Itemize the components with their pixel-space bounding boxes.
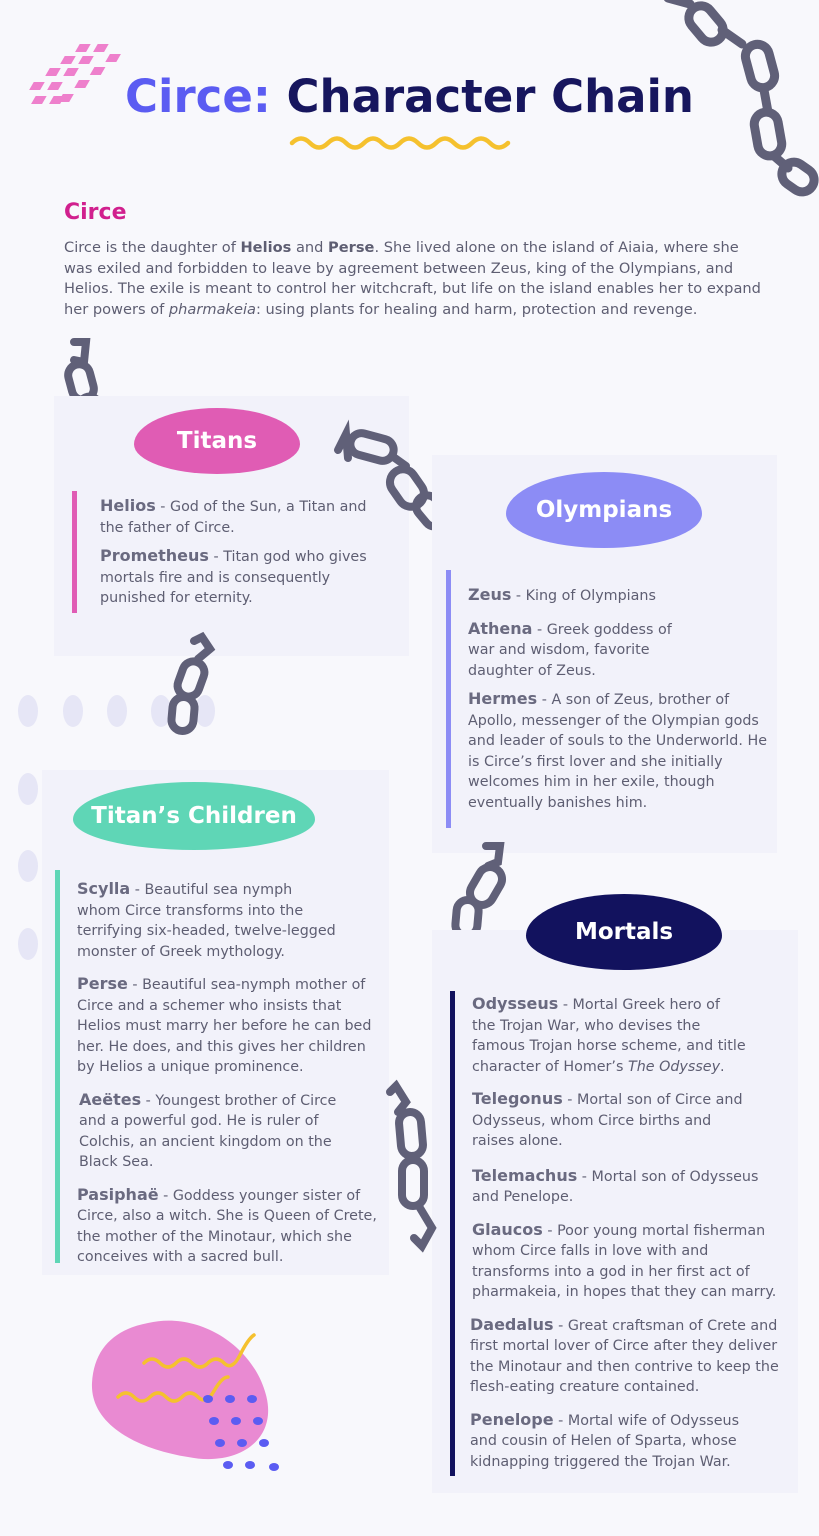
- list-item: Athena - Greek goddess of war and wisdom…: [468, 618, 672, 679]
- list-item: Zeus - King of Olympians: [468, 585, 656, 604]
- page-title: Circe: Character Chain: [0, 70, 819, 123]
- wave-icon: [289, 136, 511, 150]
- oval-dots-decoration: [18, 695, 215, 960]
- children-bar: [55, 870, 60, 1263]
- diamond-grid-icon: [29, 44, 121, 104]
- list-item: Penelope - Mortal wife of Odysseus and c…: [470, 1409, 740, 1470]
- blob-decoration: [91, 1320, 279, 1471]
- list-item: Prometheus - Titan god who gives mortals…: [100, 546, 367, 606]
- list-item: Perse - Beautiful sea-nymph mother of Ci…: [77, 974, 372, 1075]
- list-item: Aeëtes - Youngest brother of Circe and a…: [79, 1089, 337, 1171]
- list-item: Telegonus - Mortal son of Circe and Odys…: [472, 1089, 743, 1149]
- title-circe: Circe:: [125, 70, 271, 123]
- mortals-bar: [450, 991, 455, 1476]
- list-item: Glaucos - Poor young mortal fisherman wh…: [472, 1219, 777, 1301]
- mortals-list: Odysseus - Mortal Greek hero of the Troj…: [470, 994, 782, 1472]
- chain-icon: [386, 1079, 437, 1253]
- chain-icon: [663, 0, 819, 197]
- titans-label: Titans: [134, 408, 300, 474]
- children-list: Scylla - Beautiful sea nymph whom Circe …: [77, 879, 377, 1268]
- chain-icon: [167, 631, 216, 735]
- list-item: Daedalus - Great craftsman of Crete and …: [470, 1314, 779, 1396]
- mortals-label: Mortals: [526, 894, 722, 970]
- intro-heading: Circe: [64, 200, 127, 225]
- mortals-panel: [432, 930, 798, 1493]
- olympians-label: Olympians: [506, 472, 702, 548]
- intro-perse: Perse: [328, 239, 375, 256]
- list-item: Telemachus - Mortal son of Odysseus and …: [472, 1165, 759, 1206]
- intro-paragraph: Circe is the daughter of Helios and Pers…: [64, 239, 761, 318]
- list-item: Hermes - A son of Zeus, brother of Apoll…: [468, 689, 767, 811]
- titans-list: Helios - God of the Sun, a Titan and the…: [100, 496, 380, 609]
- intro-pharmakeia: pharmakeia: [168, 300, 256, 318]
- olympians-list: Zeus - King of Olympians Athena - Greek …: [468, 585, 768, 813]
- olympians-bar: [446, 570, 451, 828]
- children-label: Titan’s Children: [73, 782, 315, 850]
- children-panel: [42, 770, 389, 1275]
- intro-helios: Helios: [240, 239, 292, 256]
- titans-bar: [72, 491, 77, 613]
- list-item: Odysseus - Mortal Greek hero of the Troj…: [472, 994, 746, 1075]
- title-character-chain: Character Chain: [286, 70, 694, 123]
- list-item: Pasiphaë - Goddess younger sister of Cir…: [77, 1184, 377, 1266]
- list-item: Scylla - Beautiful sea nymph whom Circe …: [77, 879, 336, 960]
- list-item: Helios - God of the Sun, a Titan and the…: [100, 496, 367, 536]
